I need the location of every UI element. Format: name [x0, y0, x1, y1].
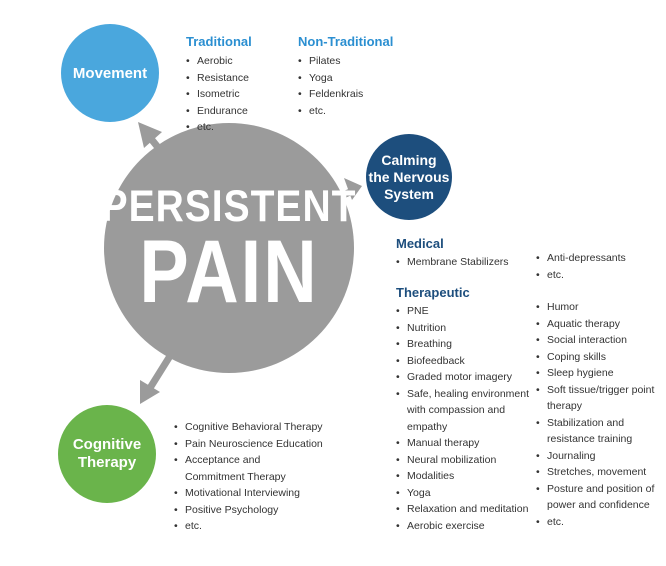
- list-item: Yoga: [298, 70, 363, 87]
- list-item: etc.: [536, 267, 626, 284]
- list-item-line: with compassion and: [407, 404, 506, 416]
- list-item: Coping skills: [536, 349, 654, 366]
- list-item-line: empathy: [407, 420, 448, 433]
- list-item: Feldenkrais: [298, 86, 363, 103]
- list-item-line: Commitment Therapy: [185, 470, 286, 483]
- list-item: Yoga: [396, 485, 529, 502]
- center-title-line2: PAIN: [139, 221, 319, 322]
- list-item: Posture and position of power and confid…: [536, 481, 654, 514]
- list-item: Biofeedback: [396, 353, 529, 370]
- list-item: etc.: [536, 514, 654, 531]
- cognitive-title-line2: Therapy: [77, 454, 137, 471]
- movement-title: Movement: [72, 64, 148, 82]
- calming-circle: Calming the Nervous System: [366, 134, 452, 220]
- list-item: Positive Psychology: [174, 502, 323, 519]
- list-item: Motivational Interviewing: [174, 485, 323, 502]
- list-item: Breathing: [396, 336, 529, 353]
- list-item: Cognitive Behavioral Therapy: [174, 419, 323, 436]
- cognitive-title-line1: Cognitive: [72, 436, 142, 453]
- persistent-pain-circle: PERSISTENT PAIN: [101, 123, 357, 373]
- therapeutic-heading: Therapeutic: [396, 285, 470, 300]
- list-item: Soft tissue/trigger point therapy: [536, 382, 654, 415]
- list-item: Membrane Stabilizers: [396, 254, 509, 271]
- list-item: Anti-depressants: [536, 250, 626, 267]
- list-item: Resistance: [186, 70, 249, 87]
- list-item: Modalities: [396, 468, 529, 485]
- list-item: Stabilization and resistance training: [536, 415, 654, 448]
- list-item: Social interaction: [536, 332, 654, 349]
- cognitive-therapy-circle: Cognitive Therapy: [58, 405, 156, 503]
- list-item: Endurance: [186, 103, 249, 120]
- list-item: Manual therapy: [396, 435, 529, 452]
- list-item-line: therapy: [547, 400, 583, 412]
- list-item: Sleep hygiene: [536, 365, 654, 382]
- list-item: Stretches, movement: [536, 464, 654, 481]
- list-item-line: Soft tissue/trigger point: [547, 383, 655, 396]
- list-item: Journaling: [536, 448, 654, 465]
- list-item: Humor: [536, 299, 654, 316]
- non-traditional-list: Pilates Yoga Feldenkrais etc.: [298, 53, 363, 119]
- list-item: Aerobic: [186, 53, 249, 70]
- list-item-line: resistance training: [547, 433, 633, 445]
- traditional-list: Aerobic Resistance Isometric Endurance e…: [186, 53, 249, 136]
- list-item: Graded motor imagery: [396, 369, 529, 386]
- list-item: Safe, healing environment with compassio…: [396, 386, 529, 436]
- medical-list: Membrane Stabilizers: [396, 254, 509, 271]
- list-item: Pilates: [298, 53, 363, 70]
- cognitive-list: Cognitive Behavioral Therapy Pain Neuros…: [174, 419, 323, 535]
- therapeutic-list-right: Humor Aquatic therapy Social interaction…: [536, 299, 654, 530]
- medical-list-right: Anti-depressants etc.: [536, 250, 626, 283]
- calming-title-line3: System: [384, 185, 434, 202]
- therapeutic-list-left: PNE Nutrition Breathing Biofeedback Grad…: [396, 303, 529, 534]
- list-item: etc.: [298, 103, 363, 120]
- list-item-line: power and confidence: [547, 499, 650, 511]
- list-item: Nutrition: [396, 320, 529, 337]
- list-item-line: Safe, healing environment: [407, 387, 529, 400]
- list-item: Pain Neuroscience Education: [174, 436, 323, 453]
- list-item: Neural mobilization: [396, 452, 529, 469]
- list-item: etc.: [186, 119, 249, 136]
- calming-title-line2: the Nervous: [368, 168, 450, 185]
- center-title-line1: PERSISTENT: [101, 181, 357, 232]
- list-item-line: Stabilization and: [547, 416, 625, 429]
- movement-circle: Movement: [61, 24, 159, 122]
- medical-heading: Medical: [396, 236, 444, 251]
- list-item: Acceptance and Commitment Therapy: [174, 452, 323, 485]
- calming-title-line1: Calming: [381, 151, 437, 168]
- list-item: Relaxation and meditation: [396, 501, 529, 518]
- list-item-line: Posture and position of: [547, 482, 655, 495]
- list-item: Aquatic therapy: [536, 316, 654, 333]
- traditional-heading: Traditional: [186, 34, 252, 49]
- arrow-to-cognitive: [140, 354, 173, 404]
- non-traditional-heading: Non-Traditional: [298, 34, 394, 49]
- list-item: PNE: [396, 303, 529, 320]
- list-item: Isometric: [186, 86, 249, 103]
- list-item: Aerobic exercise: [396, 518, 529, 535]
- list-item-line: Acceptance and: [185, 454, 261, 466]
- list-item: etc.: [174, 518, 323, 535]
